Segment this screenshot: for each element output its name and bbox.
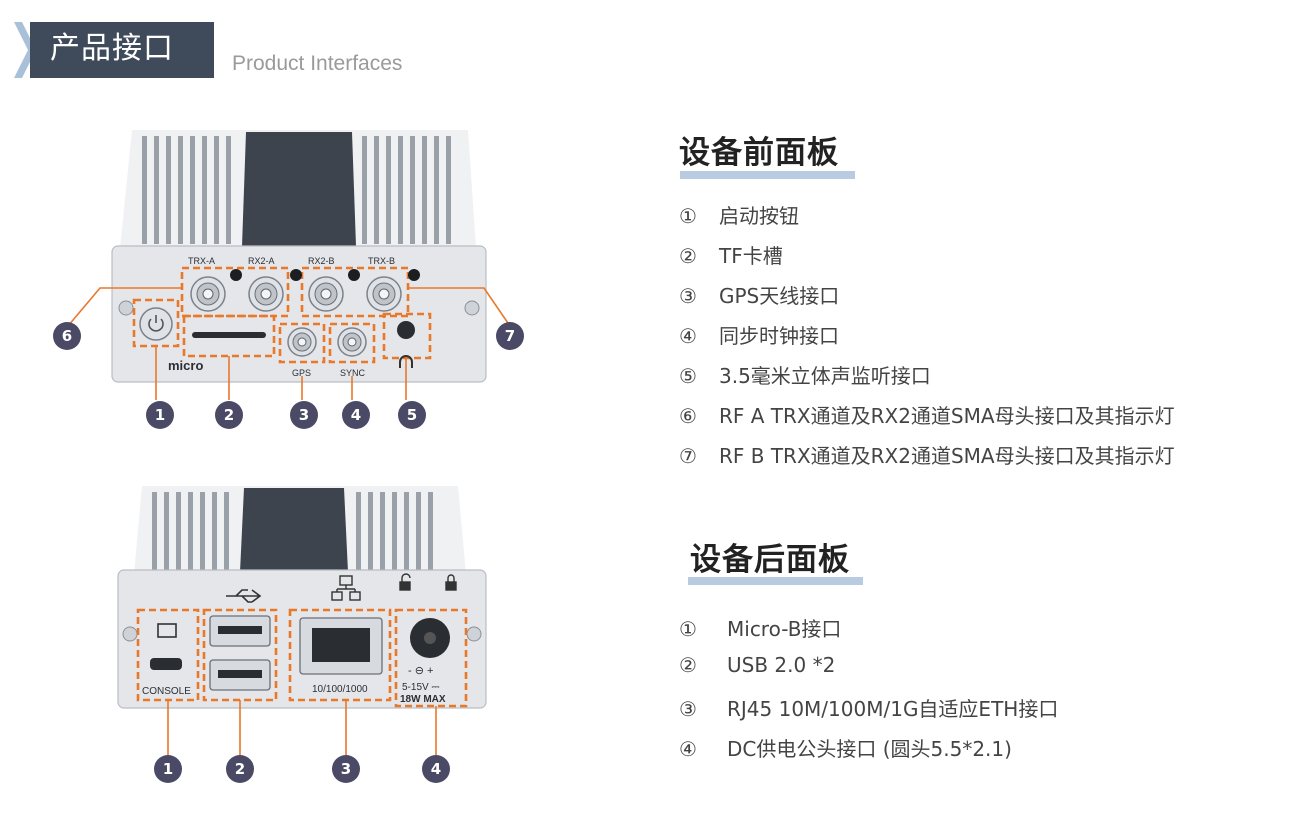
- dc-power-highlight: [394, 608, 468, 708]
- usb-icon: [226, 589, 262, 603]
- headphone-icon: [399, 355, 413, 368]
- svg-text:5: 5: [407, 406, 417, 424]
- rear-panel-image: CONSOLE 10/100/1000 - ⊖ + 5-15V ⎓ 18W MA…: [117, 486, 487, 783]
- svg-text:4: 4: [351, 406, 361, 424]
- tf-card-slot: [192, 332, 266, 338]
- leader-line-7: [408, 287, 511, 327]
- led-indicator-icon: [290, 269, 302, 281]
- svg-text:6: 6: [62, 327, 72, 345]
- sma-port-sync: [337, 327, 367, 357]
- badge-4: 4: [422, 755, 450, 783]
- screw-icon: [118, 300, 134, 316]
- lock-icon: [399, 573, 457, 591]
- svg-text:7: 7: [505, 327, 515, 345]
- sma-port-trx-a: [190, 276, 226, 312]
- svg-text:4: 4: [431, 760, 441, 778]
- header-bar: [30, 22, 214, 78]
- microsd-logo: micro: [168, 358, 203, 373]
- front-panel-title: 设备前面板: [679, 135, 839, 171]
- device-label-plate: [240, 488, 348, 572]
- badge-1: 1: [154, 755, 182, 783]
- page-subtitle: Product Interfaces: [232, 52, 403, 75]
- rear-panel-underline: [688, 577, 863, 585]
- svg-text:3: 3: [341, 760, 351, 778]
- badge-6: 6: [53, 322, 81, 350]
- badge-3: 3: [290, 401, 318, 429]
- badge-4: 4: [342, 401, 370, 429]
- label-console: CONSOLE: [142, 686, 191, 697]
- rear-panel-title: 设备后面板: [690, 542, 850, 578]
- power-icon: [148, 315, 164, 332]
- device-label-plate: [242, 132, 356, 246]
- page-title: 产品接口: [50, 31, 174, 66]
- led-indicator-icon: [348, 269, 360, 281]
- label-trx-a: TRX-A: [188, 256, 215, 266]
- audio-jack-highlight: [382, 312, 432, 360]
- badge-1: 1: [146, 401, 174, 429]
- sma-port-gps: [287, 327, 317, 357]
- label-power-watt: 18W MAX: [400, 694, 446, 705]
- heatsink-fins: [152, 492, 433, 570]
- label-eth-speed: 10/100/1000: [312, 684, 368, 695]
- badge-3: 3: [332, 755, 360, 783]
- power-button: [139, 307, 173, 341]
- led-indicator-icon: [230, 269, 242, 281]
- label-gps: GPS: [292, 368, 311, 378]
- front-panel-image: TRX-A RX2-A RX2-B TRX-B micro GPS SYNC 6…: [53, 130, 524, 429]
- screw-icon: [464, 300, 480, 316]
- network-icon: [331, 575, 361, 601]
- sma-port-rx2-b: [308, 276, 344, 312]
- front-panel-underline: [680, 171, 855, 179]
- sma-port-trx-b: [366, 276, 402, 312]
- label-power-volt: 5-15V ⎓: [402, 682, 439, 693]
- label-sync: SYNC: [340, 368, 366, 378]
- heatsink-fins: [142, 136, 451, 244]
- badge-2: 2: [226, 755, 254, 783]
- label-rx2-a: RX2-A: [248, 256, 275, 266]
- tf-slot-highlight: [182, 314, 276, 358]
- sma-port-rx2-a: [248, 276, 284, 312]
- leader-line-6: [67, 287, 182, 327]
- badge-7: 7: [496, 322, 524, 350]
- screw-icon: [122, 626, 138, 642]
- audio-jack: [397, 321, 415, 339]
- led-indicator-icon: [408, 269, 420, 281]
- svg-text:2: 2: [224, 406, 234, 424]
- screw-icon: [466, 626, 482, 642]
- badge-2: 2: [215, 401, 243, 429]
- label-trx-b: TRX-B: [368, 256, 395, 266]
- svg-text:2: 2: [235, 760, 245, 778]
- svg-text:3: 3: [299, 406, 309, 424]
- svg-text:1: 1: [163, 760, 173, 778]
- svg-text:1: 1: [155, 406, 165, 424]
- label-rx2-b: RX2-B: [308, 256, 335, 266]
- dc-polarity-icon: - ⊖ +: [408, 665, 433, 677]
- badge-5: 5: [398, 401, 426, 429]
- monitor-icon: [157, 623, 177, 638]
- sync-highlight: [328, 322, 376, 364]
- gps-highlight: [278, 322, 326, 364]
- micro-b-port: [150, 658, 182, 670]
- rj45-highlight: [288, 608, 392, 702]
